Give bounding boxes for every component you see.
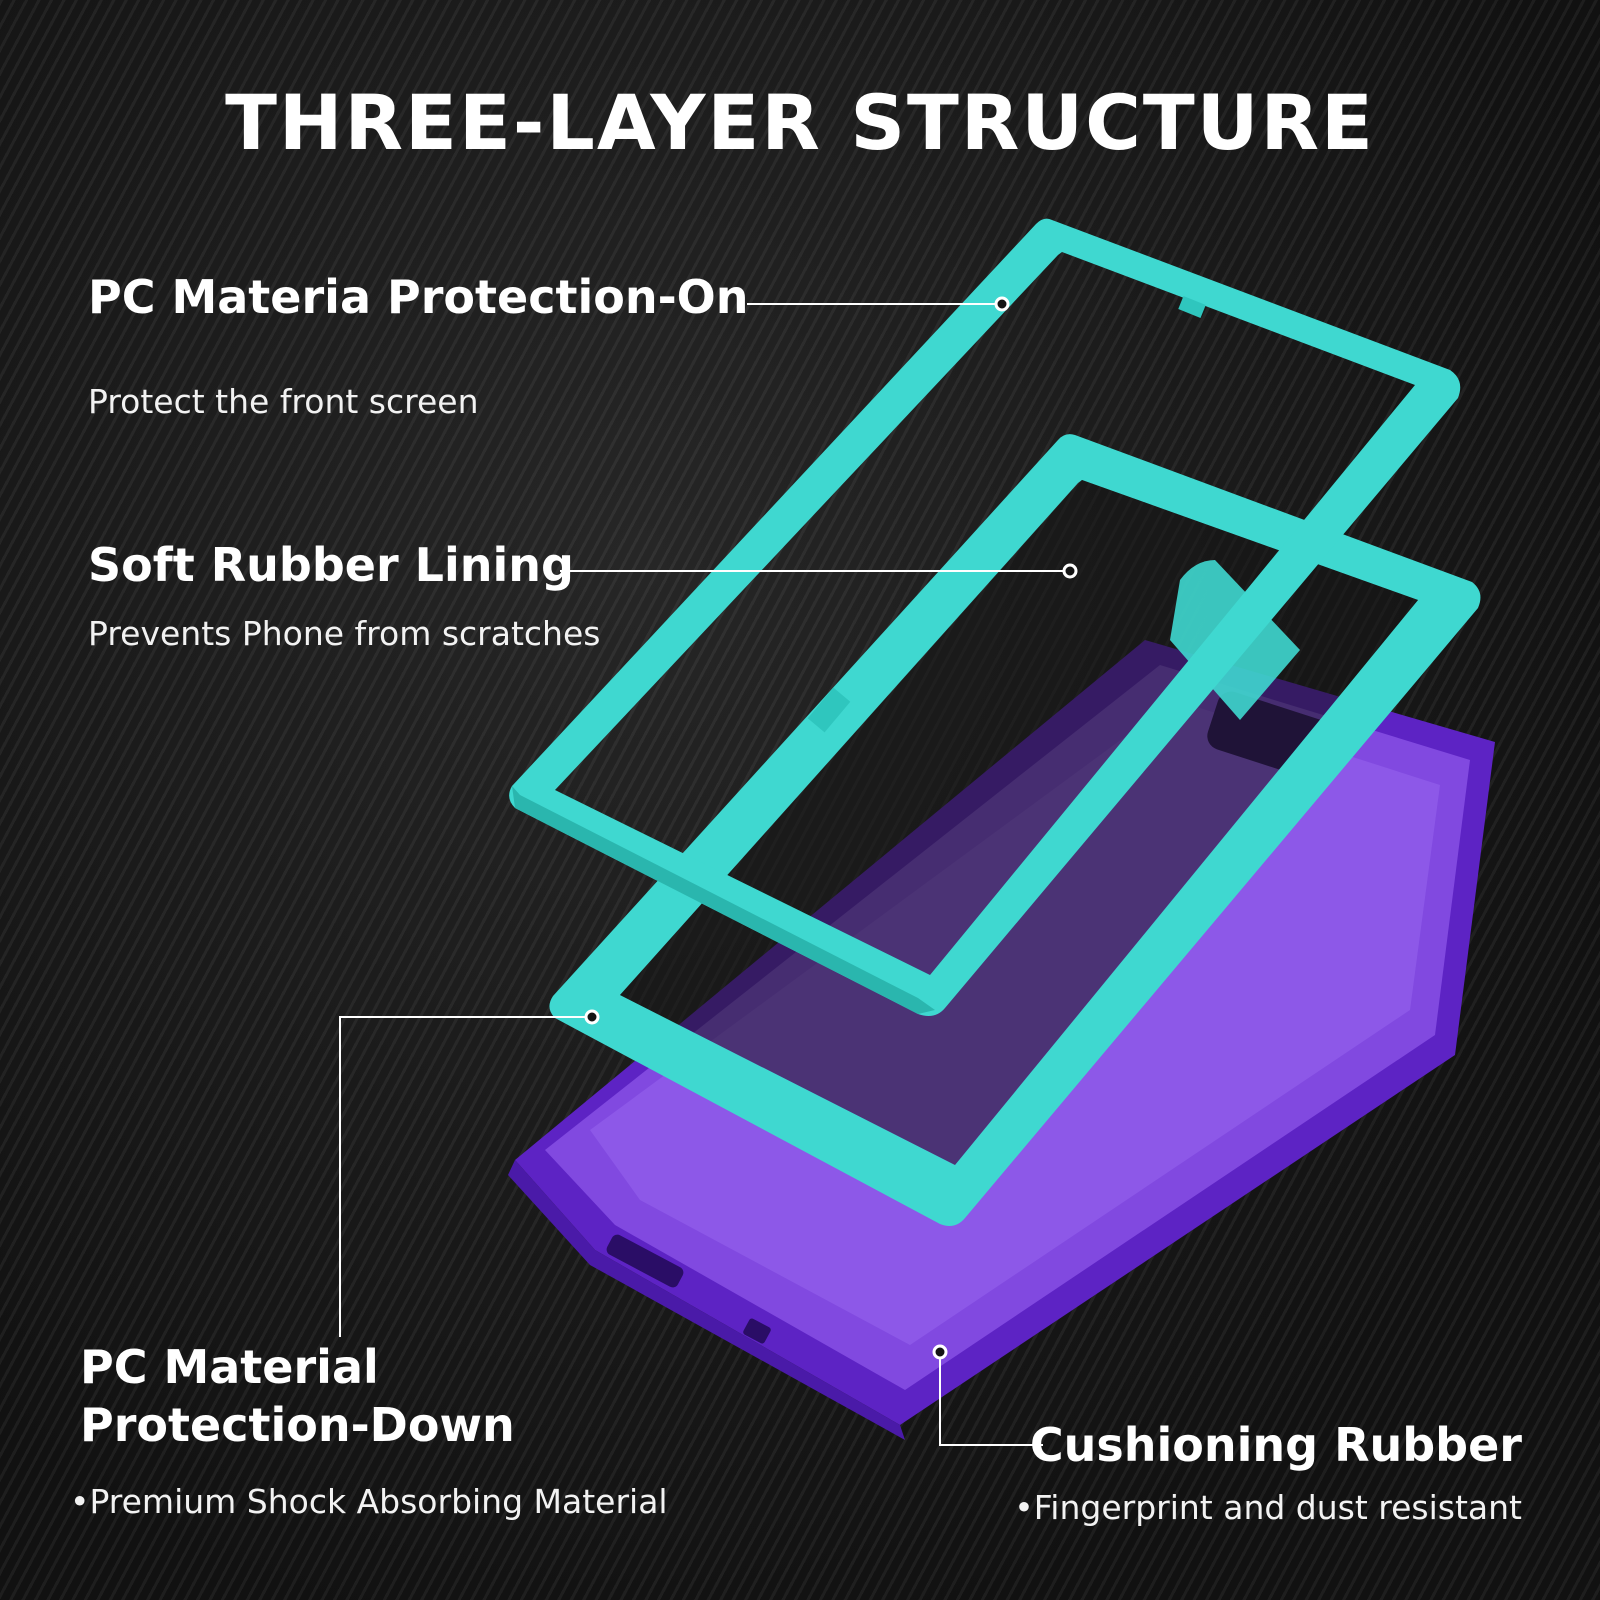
pc-top-frame-layer bbox=[509, 218, 1461, 1016]
callout-heading-pc-bottom-line2: Protection-Down bbox=[80, 1398, 515, 1452]
page-title: THREE-LAYER STRUCTURE bbox=[225, 78, 1375, 167]
callout-heading-cushion: Cushioning Rubber bbox=[1029, 1418, 1522, 1472]
callout-heading-pc-bottom-line1: PC Material bbox=[80, 1340, 379, 1394]
leader-dot-pc-bottom bbox=[584, 1009, 600, 1025]
callout-heading-soft-rubber: Soft Rubber Lining bbox=[88, 538, 574, 592]
callout-desc-cushion: •Fingerprint and dust resistant bbox=[1014, 1488, 1522, 1527]
leader-dot-pc-top bbox=[994, 296, 1010, 312]
callout-desc-soft-rubber: Prevents Phone from scratches bbox=[88, 614, 601, 653]
callout-desc-pc-top: Protect the front screen bbox=[88, 382, 479, 421]
leader-dot-cushion bbox=[932, 1344, 948, 1360]
leader-dot-soft-rubber bbox=[1062, 563, 1078, 579]
callout-heading-pc-top: PC Materia Protection-On bbox=[88, 270, 749, 324]
leader-line-pc-bottom bbox=[339, 1016, 592, 1337]
callout-desc-pc-bottom: •Premium Shock Absorbing Material bbox=[70, 1482, 668, 1521]
leader-line-cushion bbox=[939, 1352, 1043, 1446]
